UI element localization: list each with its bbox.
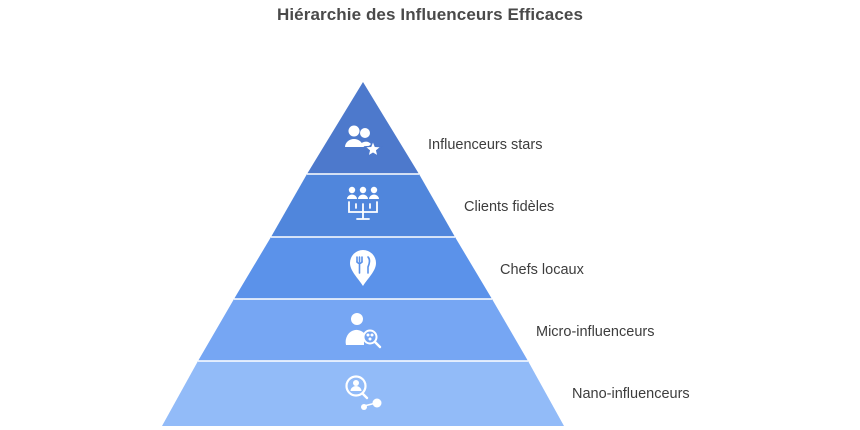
person-search-icon (345, 313, 382, 349)
pyramid-level-4 (198, 299, 528, 361)
restaurant-pin-icon (350, 250, 376, 286)
level-label-5: Nano-influenceurs (572, 386, 690, 402)
level-label-2: Clients fidèles (464, 199, 554, 215)
group-network-icon (347, 186, 379, 220)
pyramid-level-1 (307, 82, 419, 174)
magnify-person-share-icon (345, 375, 382, 410)
level-label-3: Chefs locaux (500, 262, 585, 278)
level-label-4: Micro-influenceurs (536, 324, 654, 340)
level-label-1: Influenceurs stars (428, 137, 542, 153)
person-star-icon (345, 125, 383, 158)
page-title: Hiérarchie des Influenceurs Efficaces (276, 5, 584, 24)
